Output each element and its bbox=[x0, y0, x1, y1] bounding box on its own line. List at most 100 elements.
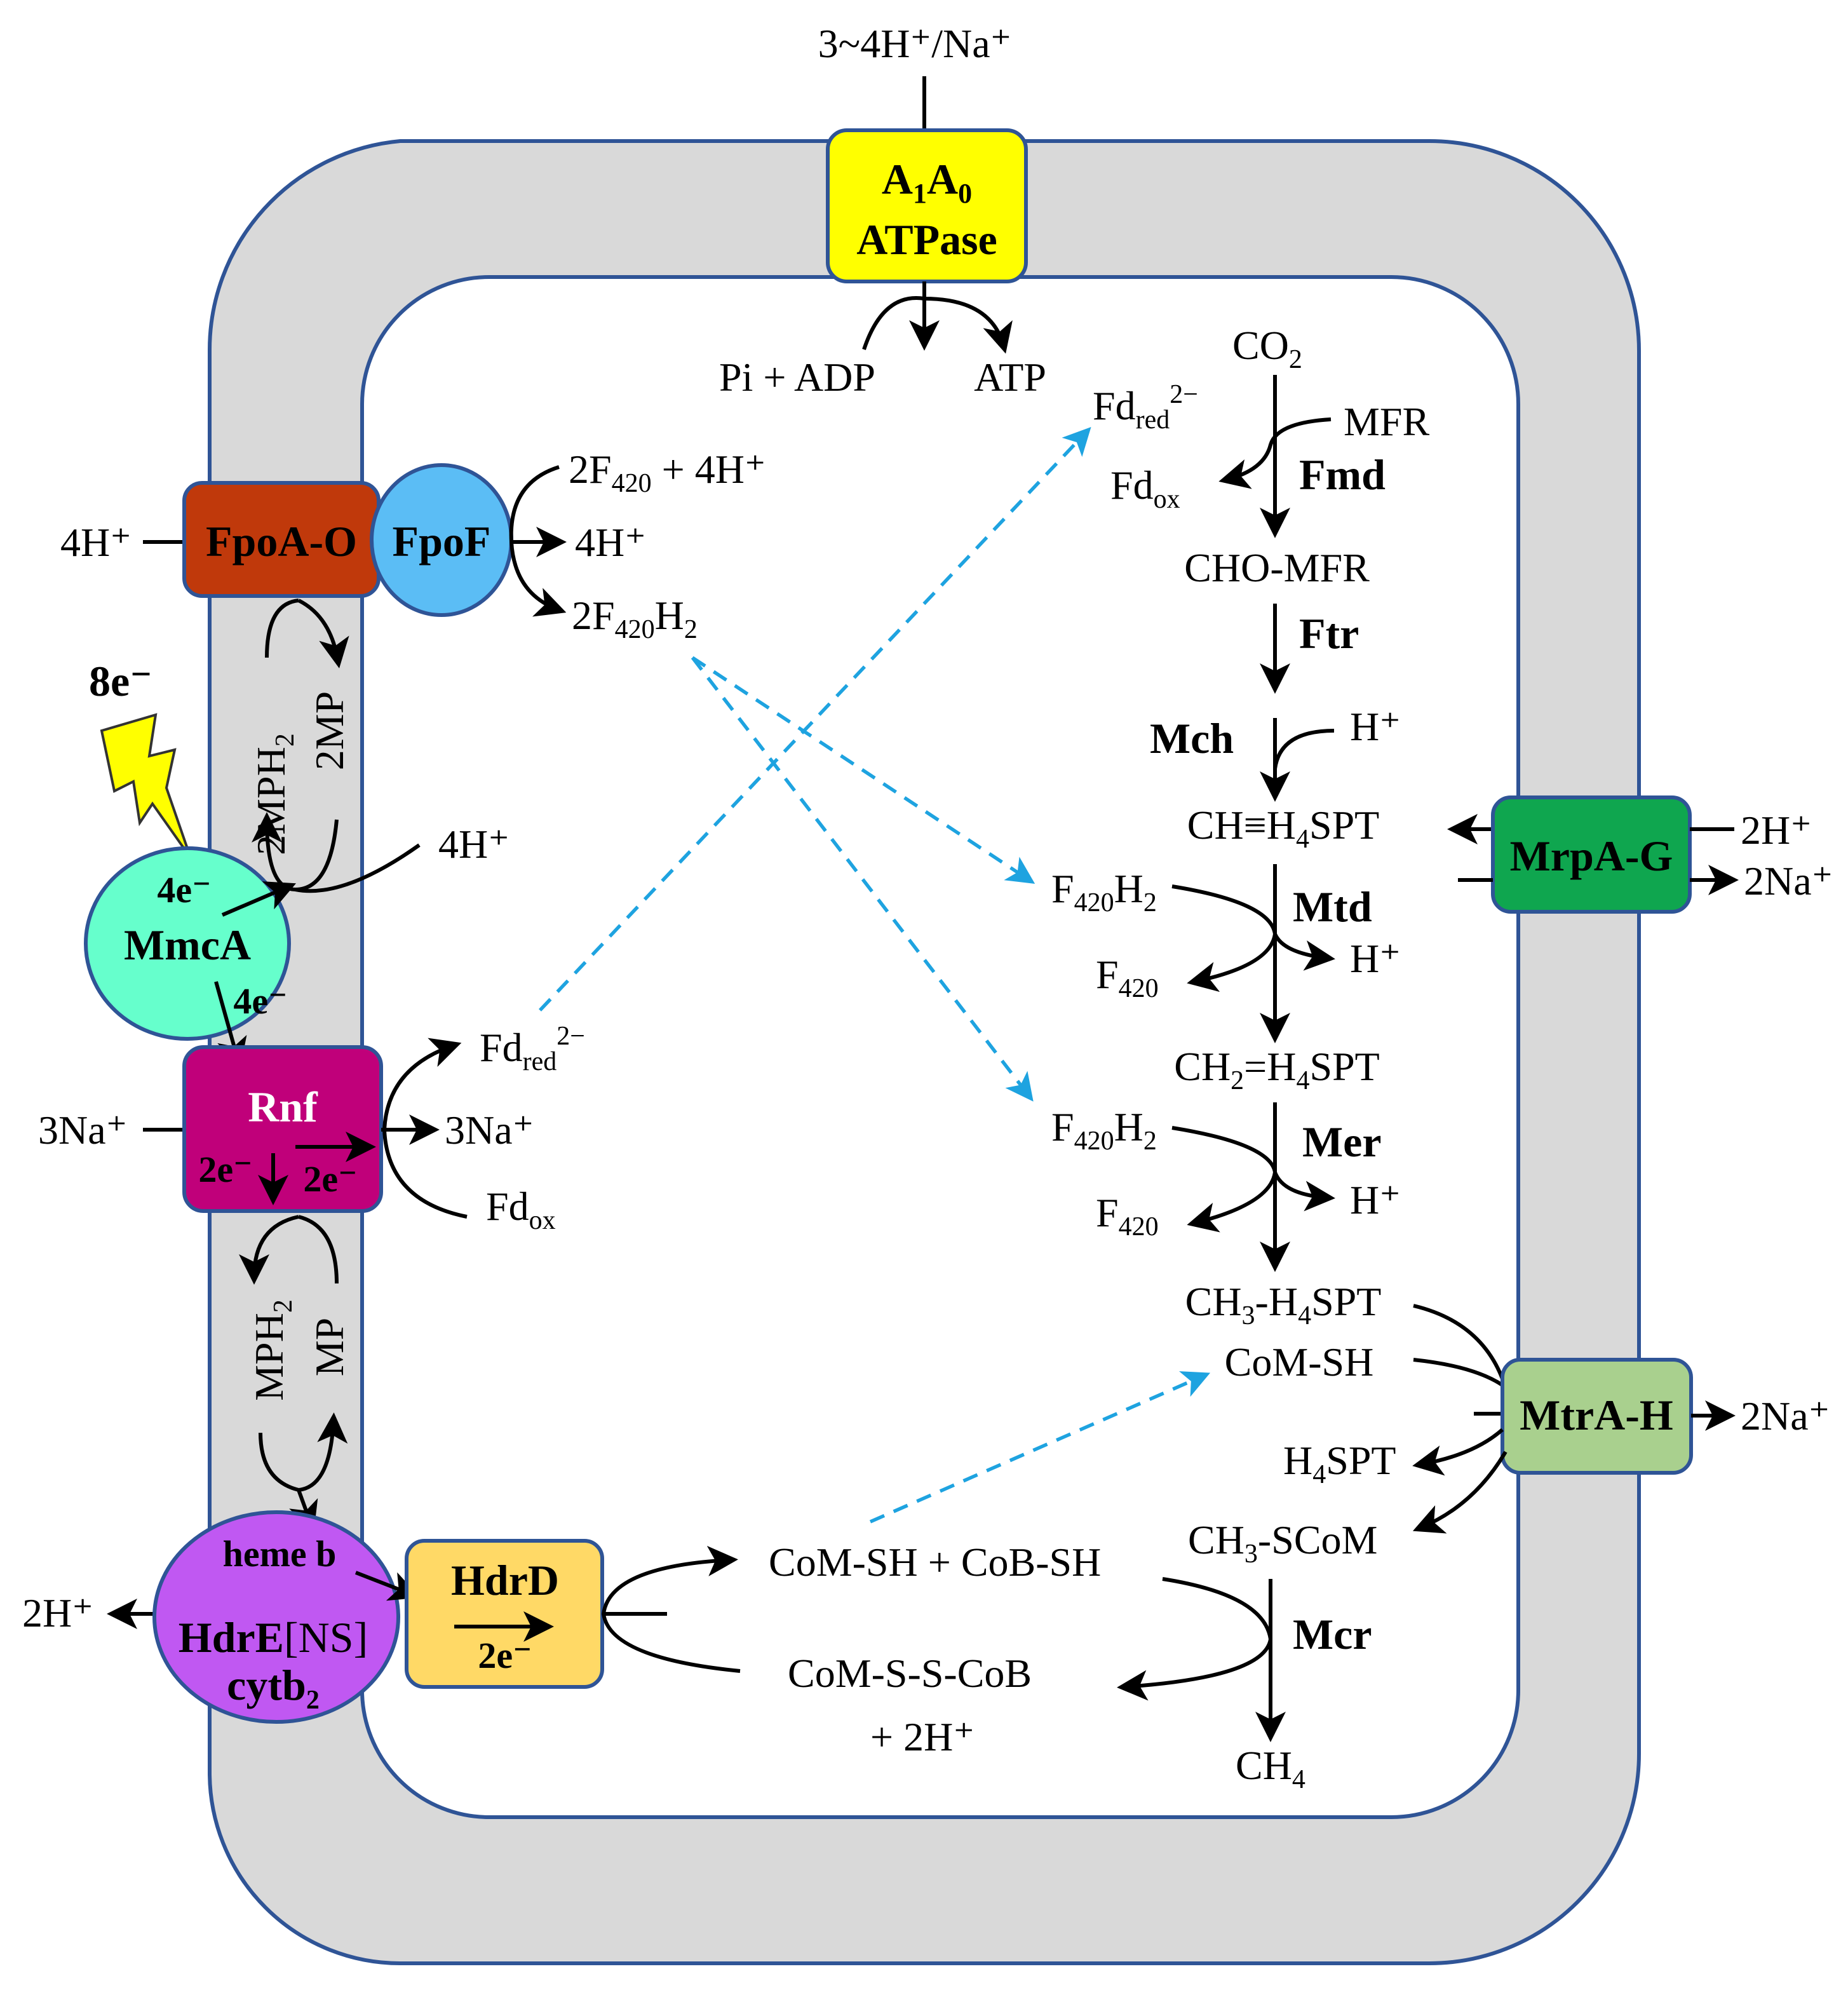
comsh-recycle-dashed-arrow bbox=[869, 1371, 1211, 1524]
com-sh-label: CoM-SH bbox=[1225, 1339, 1374, 1384]
mer-h-arrow bbox=[1273, 1171, 1335, 1212]
mch-label: Mch bbox=[1150, 714, 1234, 762]
rnf-fdox-label: Fdox bbox=[486, 1184, 556, 1235]
mmca-electron-top: 4e⁻ bbox=[157, 869, 211, 910]
eight-electron-label: 8e⁻ bbox=[89, 657, 152, 705]
mtr-h4spt-arrow bbox=[1412, 1428, 1504, 1476]
mtrah-label: MtrA-H bbox=[1520, 1391, 1673, 1439]
plus-2h-label: + 2H⁺ bbox=[870, 1714, 975, 1759]
atp-synthesis-arrow bbox=[862, 296, 1013, 354]
ch3scom-label: CH3-SCoM bbox=[1188, 1517, 1377, 1569]
f420h2-to-mtd-dashed-arrow bbox=[691, 656, 1035, 884]
mp-lower-reduce-arrow bbox=[239, 1215, 299, 1285]
fmd-fdred-label: Fdred2− bbox=[1093, 380, 1198, 435]
com-cob-sh-label: CoM-SH + CoB-SH bbox=[769, 1540, 1101, 1585]
a1a0-atpase-box bbox=[826, 128, 1028, 283]
fpof-label: FpoF bbox=[393, 517, 491, 565]
atpase-ion-label: 3~4H⁺/Na⁺ bbox=[818, 21, 1012, 66]
mer-f420h2-label: F420H2 bbox=[1051, 1104, 1157, 1156]
mmca-circle bbox=[84, 846, 291, 1041]
mph2-lower-label: MPH2 bbox=[246, 1299, 298, 1401]
mtd-h-label: H⁺ bbox=[1350, 936, 1401, 981]
rnf-na-out-label: 3Na⁺ bbox=[445, 1107, 534, 1153]
ch2-h4spt-label: CH2=H4SPT bbox=[1174, 1044, 1380, 1095]
mrp-na-label: 2Na⁺ bbox=[1744, 858, 1833, 904]
mer-f420-arrow bbox=[1171, 1126, 1278, 1233]
mfr-label: MFR bbox=[1344, 399, 1430, 444]
fpoao-label: FpoA-O bbox=[206, 517, 357, 565]
atp-label: ATP bbox=[974, 355, 1046, 400]
mtd-h-arrow bbox=[1273, 933, 1335, 971]
mp-upper-reduce-arrow bbox=[297, 599, 349, 668]
mer-f420-label: F420 bbox=[1096, 1190, 1159, 1242]
h4spt-label: H4SPT bbox=[1283, 1438, 1396, 1489]
hdre-circle bbox=[152, 1510, 400, 1724]
fpo-f420-label: 2F420 + 4H⁺ bbox=[569, 447, 766, 498]
rnf-electron-right: 2e⁻ bbox=[303, 1158, 357, 1200]
mmca-electron-transfer-arrow bbox=[221, 881, 297, 917]
mmca-h-line bbox=[295, 843, 421, 893]
fmd-label: Fmd bbox=[1299, 450, 1386, 499]
co2-label: CO2 bbox=[1232, 323, 1302, 374]
pi-adp-label: Pi + ADP bbox=[719, 355, 875, 400]
lightning-bolt-icon bbox=[100, 713, 192, 859]
mtd-f420h2-label: F420H2 bbox=[1051, 866, 1157, 917]
rnf-na-in-label: 3Na⁺ bbox=[38, 1107, 127, 1153]
rnf-fd-reduction-arrow bbox=[382, 1038, 468, 1219]
fmd-side-arrow bbox=[1218, 417, 1332, 489]
atpase-label-1: A1A0 bbox=[882, 155, 972, 209]
rnf-fdred-label: Fdred2− bbox=[480, 1022, 585, 1076]
mph2-upper-label: 2MPH2 bbox=[248, 733, 300, 855]
mp-upper-curve-left bbox=[265, 599, 299, 658]
fdred-transfer-dashed-arrow bbox=[539, 427, 1091, 1012]
mtr-input-coms bbox=[1413, 1358, 1504, 1387]
mrp-h-label: 2H⁺ bbox=[1741, 808, 1812, 853]
mp-upper-label: 2MP bbox=[307, 691, 352, 771]
cho-mfr-label: CHO-MFR bbox=[1184, 545, 1370, 590]
mcr-side-arrow bbox=[1117, 1577, 1273, 1701]
mtr-input-ch3 bbox=[1413, 1304, 1504, 1380]
mp-lower-label: MP bbox=[307, 1318, 352, 1377]
ftr-label: Ftr bbox=[1299, 609, 1359, 658]
mer-label: Mer bbox=[1302, 1118, 1382, 1166]
hdre-h-out-label: 2H⁺ bbox=[22, 1590, 93, 1635]
heme-b-label: heme b bbox=[223, 1533, 337, 1574]
cytb2-label: cytb2 bbox=[227, 1661, 320, 1715]
ch4-label: CH4 bbox=[1236, 1743, 1305, 1794]
hdre-label: HdrE[NS] bbox=[179, 1613, 368, 1662]
f420-reduction-arrow bbox=[509, 465, 567, 617]
mch-h-curve bbox=[1273, 729, 1335, 769]
hdrd-label: HdrD bbox=[451, 1556, 559, 1604]
heme-to-hdrd-arrow bbox=[354, 1571, 421, 1601]
ch3-h4spt-label: CH3-H4SPT bbox=[1185, 1279, 1382, 1330]
mcr-label: Mcr bbox=[1293, 1610, 1372, 1658]
mtr-na-label: 2Na⁺ bbox=[1741, 1393, 1830, 1438]
com-s-s-cob-label: CoM-S-S-CoB bbox=[788, 1651, 1032, 1696]
mmca-electron-bottom: 4e⁻ bbox=[233, 980, 287, 1022]
mp-lower-curve-right bbox=[298, 1215, 339, 1284]
fpo-h-out-label: 4H⁺ bbox=[575, 520, 646, 565]
mrpag-box bbox=[1491, 795, 1692, 914]
mtd-label: Mtd bbox=[1293, 883, 1372, 931]
mmca-label: MmcA bbox=[124, 921, 251, 969]
mmca-h-label: 4H⁺ bbox=[438, 822, 509, 867]
mtr-ch3scom-arrow bbox=[1412, 1451, 1507, 1534]
mch-h-label: H⁺ bbox=[1350, 704, 1401, 749]
fpo-f420h2-label: 2F420H2 bbox=[572, 593, 698, 644]
mrpag-label: MrpA-G bbox=[1510, 832, 1673, 880]
heterodisulfide-reduction-arrow bbox=[601, 1545, 741, 1673]
f420h2-to-mer-dashed-arrow bbox=[691, 656, 1034, 1102]
fpo-h-in-label: 4H⁺ bbox=[60, 520, 132, 565]
rnf-label: Rnf bbox=[248, 1083, 318, 1131]
fmd-fdox-label: Fdox bbox=[1110, 463, 1180, 514]
mer-h-label: H⁺ bbox=[1350, 1177, 1401, 1222]
mtd-f420-label: F420 bbox=[1096, 952, 1159, 1003]
cell-membrane bbox=[207, 139, 1641, 1965]
rnf-electron-left: 2e⁻ bbox=[198, 1149, 252, 1190]
hdrd-electron-label: 2e⁻ bbox=[478, 1635, 532, 1676]
mtd-f420-arrow bbox=[1171, 884, 1278, 992]
ch-h4spt-label: CH≡H4SPT bbox=[1187, 802, 1380, 854]
atpase-label-2: ATPase bbox=[856, 215, 997, 264]
